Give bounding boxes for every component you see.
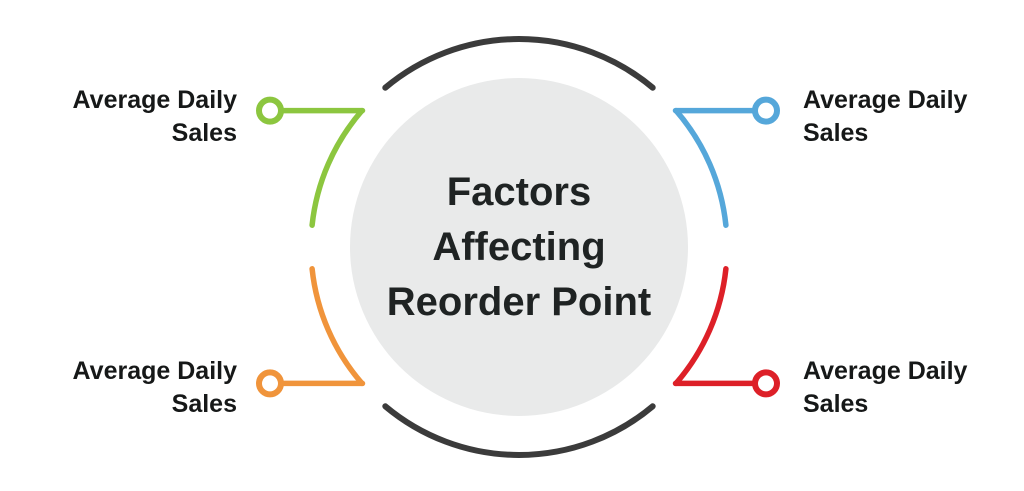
diagram-title-line-1: Factors xyxy=(446,170,592,214)
connector-ring-top-left xyxy=(256,96,284,125)
label-bottom-left: Average Daily Sales xyxy=(72,357,237,418)
connector-ring-top-right xyxy=(752,96,780,125)
arc-top-left xyxy=(309,107,365,228)
outer-arc-top xyxy=(382,36,656,91)
diagram-title-line-3: Reorder Point xyxy=(386,280,652,324)
label-top-left: Average Daily Sales xyxy=(72,86,237,147)
diagram-title: Factors Affecting Reorder Point xyxy=(349,165,689,330)
connector-ring-bottom-right xyxy=(752,369,780,398)
label-bottom-right: Average Daily Sales xyxy=(803,357,968,418)
center-circle xyxy=(350,78,688,416)
connector-ring-bottom-left xyxy=(256,369,284,398)
arc-top-right xyxy=(673,107,729,228)
arc-bottom-left xyxy=(309,266,365,387)
outer-arc-bottom xyxy=(382,403,656,458)
diagram-title-line-2: Affecting xyxy=(432,225,606,269)
label-top-right: Average Daily Sales xyxy=(803,86,968,147)
arc-bottom-right xyxy=(673,266,729,387)
